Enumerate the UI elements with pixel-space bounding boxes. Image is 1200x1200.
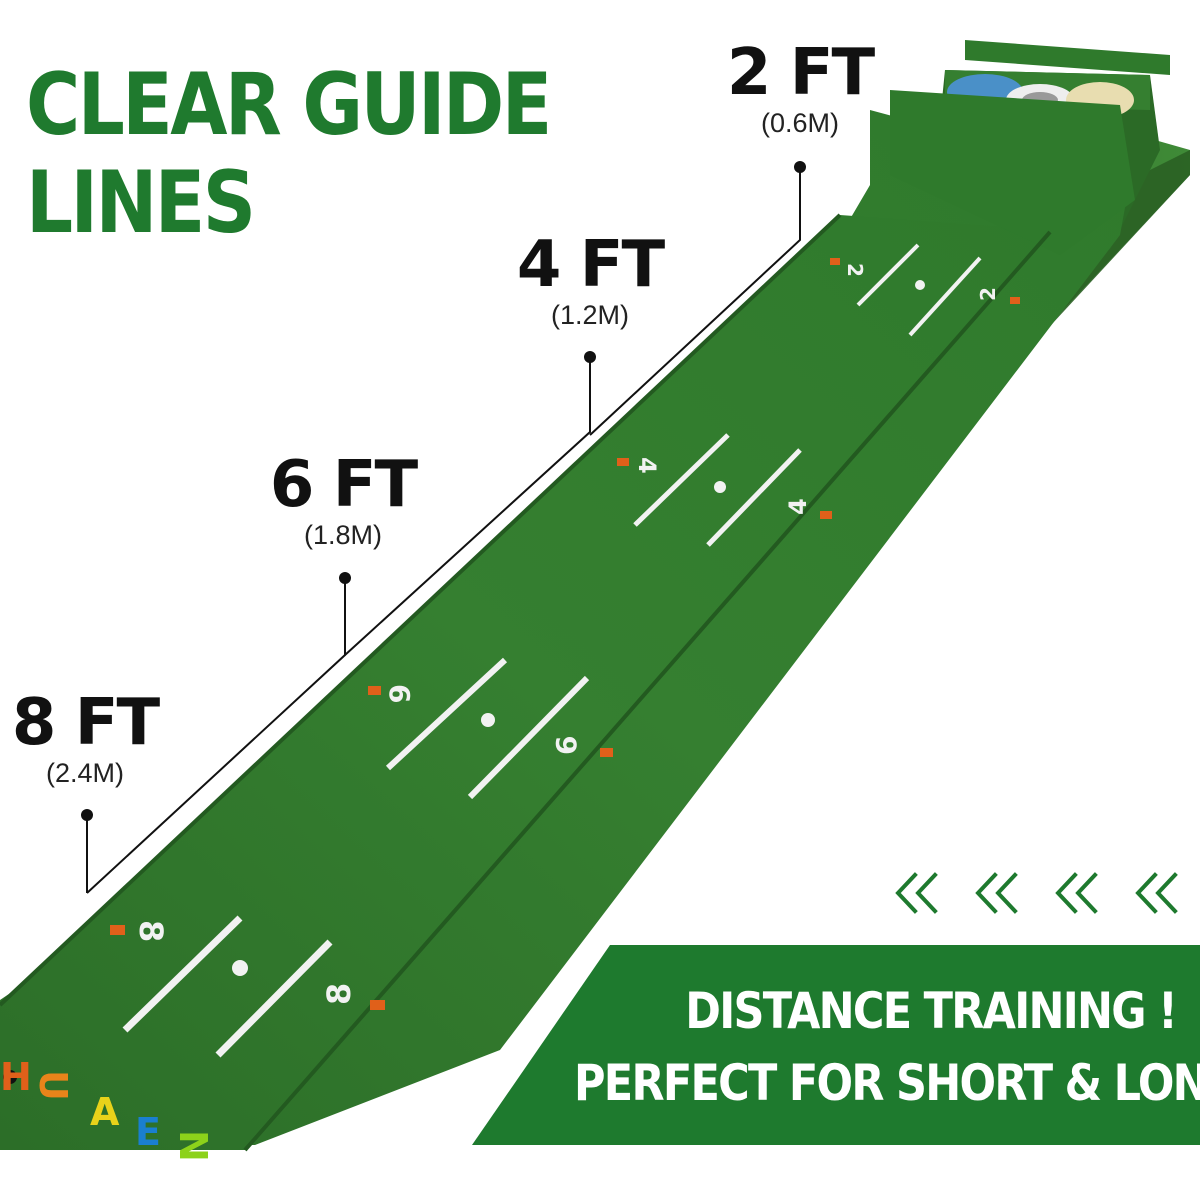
brand-letter-u: U — [31, 1070, 75, 1101]
brand-letter-e: E — [135, 1110, 161, 1154]
headline-line-2: LINES — [26, 153, 256, 253]
headline-line-1: CLEAR GUIDE — [26, 55, 552, 155]
callout-dot-6ft — [339, 572, 351, 584]
putting-mat — [0, 90, 1135, 1152]
mat-number-2-far: 2 — [976, 287, 1000, 301]
distance-label-8ft: 8 FT (2.4M) — [10, 690, 160, 790]
mat-number-6-near: 6 — [383, 684, 416, 703]
distance-feet: 8 FT — [11, 686, 160, 760]
mat-number-4-near: 4 — [633, 457, 661, 474]
mat-number-8-near: 8 — [132, 920, 170, 942]
callout-line-6ft — [86, 578, 346, 894]
brand-letter-h: H — [0, 1055, 32, 1099]
banner-text: DISTANCE TRAINING ! PERFECT FOR SHORT & … — [574, 975, 1200, 1119]
brand-letter-n: N — [171, 1130, 215, 1162]
guide-mark-6ft — [368, 657, 613, 800]
banner-line-1: DISTANCE TRAINING ! — [685, 982, 1177, 1040]
double-chevron-left-icon — [895, 872, 938, 914]
callout-line-2ft — [589, 167, 801, 436]
distance-feet: 2 FT — [726, 36, 875, 110]
distance-feet: 4 FT — [516, 228, 665, 302]
mat-number-8-far: 8 — [320, 983, 358, 1005]
distance-meters: (1.2M) — [550, 300, 629, 330]
guide-mark-8ft — [110, 915, 385, 1058]
chevron-row — [895, 872, 1178, 914]
callout-dot-2ft — [794, 161, 806, 173]
distance-label-4ft: 4 FT (1.2M) — [515, 232, 665, 332]
mat-number-4-far: 4 — [784, 498, 812, 515]
distance-feet: 6 FT — [269, 448, 418, 522]
distance-meters: (2.4M) — [45, 758, 124, 788]
distance-label-6ft: 6 FT (1.8M) — [268, 452, 418, 552]
double-chevron-left-icon — [975, 872, 1018, 914]
brand-logo: H U A E N — [0, 1055, 215, 1162]
distance-meters: (1.8M) — [303, 520, 382, 550]
distance-label-2ft: 2 FT (0.6M) — [725, 40, 875, 140]
callout-dot-4ft — [584, 351, 596, 363]
distance-callout-lines — [86, 167, 801, 894]
callout-line-4ft — [344, 357, 591, 656]
mat-number-6-far: 6 — [550, 736, 583, 755]
double-chevron-left-icon — [1055, 872, 1098, 914]
mat-number-2-near: 2 — [843, 263, 867, 277]
banner-background — [472, 945, 1200, 1145]
guide-mark-4ft — [617, 433, 832, 547]
page-headline: CLEAR GUIDE LINES — [26, 55, 552, 253]
distance-meters: (0.6M) — [760, 108, 839, 138]
callout-dot-8ft — [81, 809, 93, 821]
double-chevron-left-icon — [1135, 872, 1178, 914]
guide-mark-2ft — [830, 243, 1020, 337]
brand-letter-a: A — [90, 1090, 120, 1134]
banner-line-2: PERFECT FOR SHORT & LONG — [574, 1054, 1200, 1112]
